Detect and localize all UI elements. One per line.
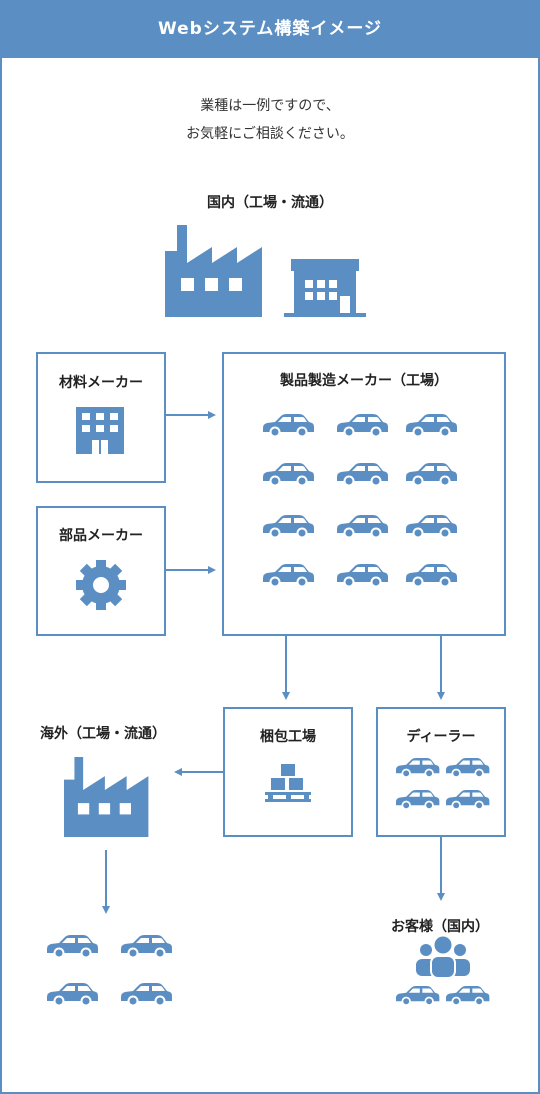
car-icon — [121, 935, 172, 959]
car-icon — [406, 414, 457, 438]
intro-text: 業種は一例ですので、 お気軽にご相談ください。 — [0, 92, 540, 148]
shop-icon — [284, 259, 366, 317]
car-icon — [47, 935, 98, 959]
car-icon — [337, 463, 388, 487]
gear-icon — [76, 560, 126, 610]
dealer-label: ディーラー — [406, 729, 476, 745]
domestic-label: 国内（工場・流通） — [207, 195, 333, 211]
material-maker-label: 材料メーカー — [59, 375, 143, 391]
overseas-label: 海外（工場・流通） — [40, 726, 166, 742]
product-maker-label: 製品製造メーカー（工場） — [280, 373, 448, 389]
customer-label: お客様（国内） — [391, 919, 489, 935]
factory-icon — [165, 225, 262, 317]
car-icon — [337, 564, 388, 588]
car-icon — [446, 986, 490, 1006]
product-maker-box — [222, 352, 506, 636]
car-icon — [337, 414, 388, 438]
car-icon — [263, 463, 314, 487]
car-icon — [446, 758, 490, 778]
car-icon — [406, 515, 457, 539]
intro-line-1: 業種は一例ですので、 — [200, 98, 340, 114]
factory-icon — [64, 757, 149, 838]
people-icon — [416, 936, 470, 979]
car-icon — [263, 564, 314, 588]
parts-maker-label: 部品メーカー — [59, 528, 143, 544]
car-icon — [47, 983, 98, 1007]
dealer-cars — [396, 758, 490, 810]
car-icon — [406, 564, 457, 588]
car-icon — [406, 463, 457, 487]
office-building-icon — [76, 407, 124, 454]
customer-cars — [396, 986, 490, 1006]
intro-line-2: お気軽にご相談ください。 — [186, 126, 354, 142]
car-icon — [121, 983, 172, 1007]
overseas-cars — [47, 935, 172, 1007]
page-title: Webシステム構築イメージ — [0, 0, 540, 58]
car-icon — [396, 790, 440, 810]
car-icon — [337, 515, 388, 539]
material-maker-box — [36, 352, 166, 483]
packing-factory-label: 梱包工場 — [260, 729, 316, 745]
car-icon — [446, 790, 490, 810]
car-icon — [263, 414, 314, 438]
car-icon — [396, 986, 440, 1006]
car-icon — [263, 515, 314, 539]
car-icon — [396, 758, 440, 778]
boxes-on-pallet-icon — [265, 764, 311, 802]
product-maker-cars — [263, 414, 457, 588]
flow-arrows — [102, 411, 445, 914]
